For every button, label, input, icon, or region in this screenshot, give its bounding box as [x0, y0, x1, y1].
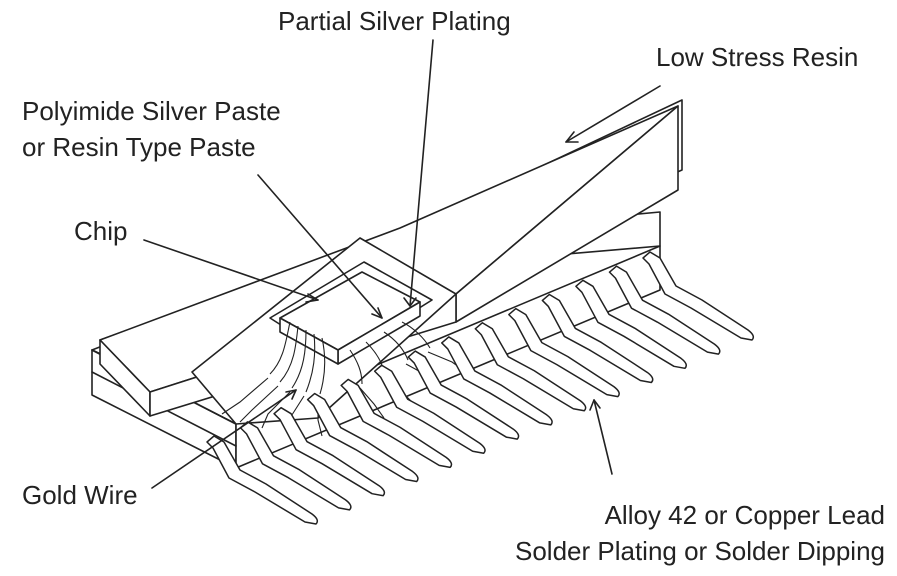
leader-partial-silver	[409, 39, 434, 307]
leader-lines	[143, 39, 661, 489]
chip-side	[279, 317, 339, 365]
cutaway-cavity	[191, 237, 467, 437]
lead-4	[306, 392, 419, 483]
leader-paste	[257, 174, 383, 319]
lead-13	[608, 265, 721, 355]
leader-alloy-lead	[593, 399, 613, 475]
label-low-stress-resin: Low Stress Resin	[656, 42, 858, 72]
label-chip: Chip	[74, 216, 127, 246]
label-paste-line1: Polyimide Silver Paste	[22, 96, 281, 126]
lead-12	[575, 279, 687, 370]
lead-3	[273, 406, 386, 497]
labels: Partial Silver Plating Low Stress Resin …	[22, 6, 885, 566]
chip	[279, 271, 421, 365]
label-partial-silver-plating: Partial Silver Plating	[278, 6, 511, 36]
label-paste-line2: or Resin Type Paste	[22, 132, 256, 162]
lead-11	[541, 293, 654, 384]
leader-low-stress-resin	[565, 85, 661, 143]
lead-14	[642, 251, 755, 341]
leader-gold-wire	[151, 389, 297, 489]
package-leads	[206, 251, 755, 525]
lead-1	[206, 435, 319, 525]
lead-2	[239, 421, 352, 511]
label-gold-wire: Gold Wire	[22, 480, 138, 510]
lead-5	[340, 378, 453, 469]
gold-wires	[269, 321, 431, 395]
lead-6	[373, 364, 486, 454]
label-lead-line2: Solder Plating or Solder Dipping	[515, 536, 885, 566]
label-lead-line1: Alloy 42 or Copper Lead	[605, 500, 885, 530]
lead-9	[474, 322, 587, 412]
lead-8	[441, 336, 553, 426]
lead-10	[508, 307, 620, 398]
leader-chip	[143, 239, 319, 301]
lead-7	[407, 350, 520, 440]
